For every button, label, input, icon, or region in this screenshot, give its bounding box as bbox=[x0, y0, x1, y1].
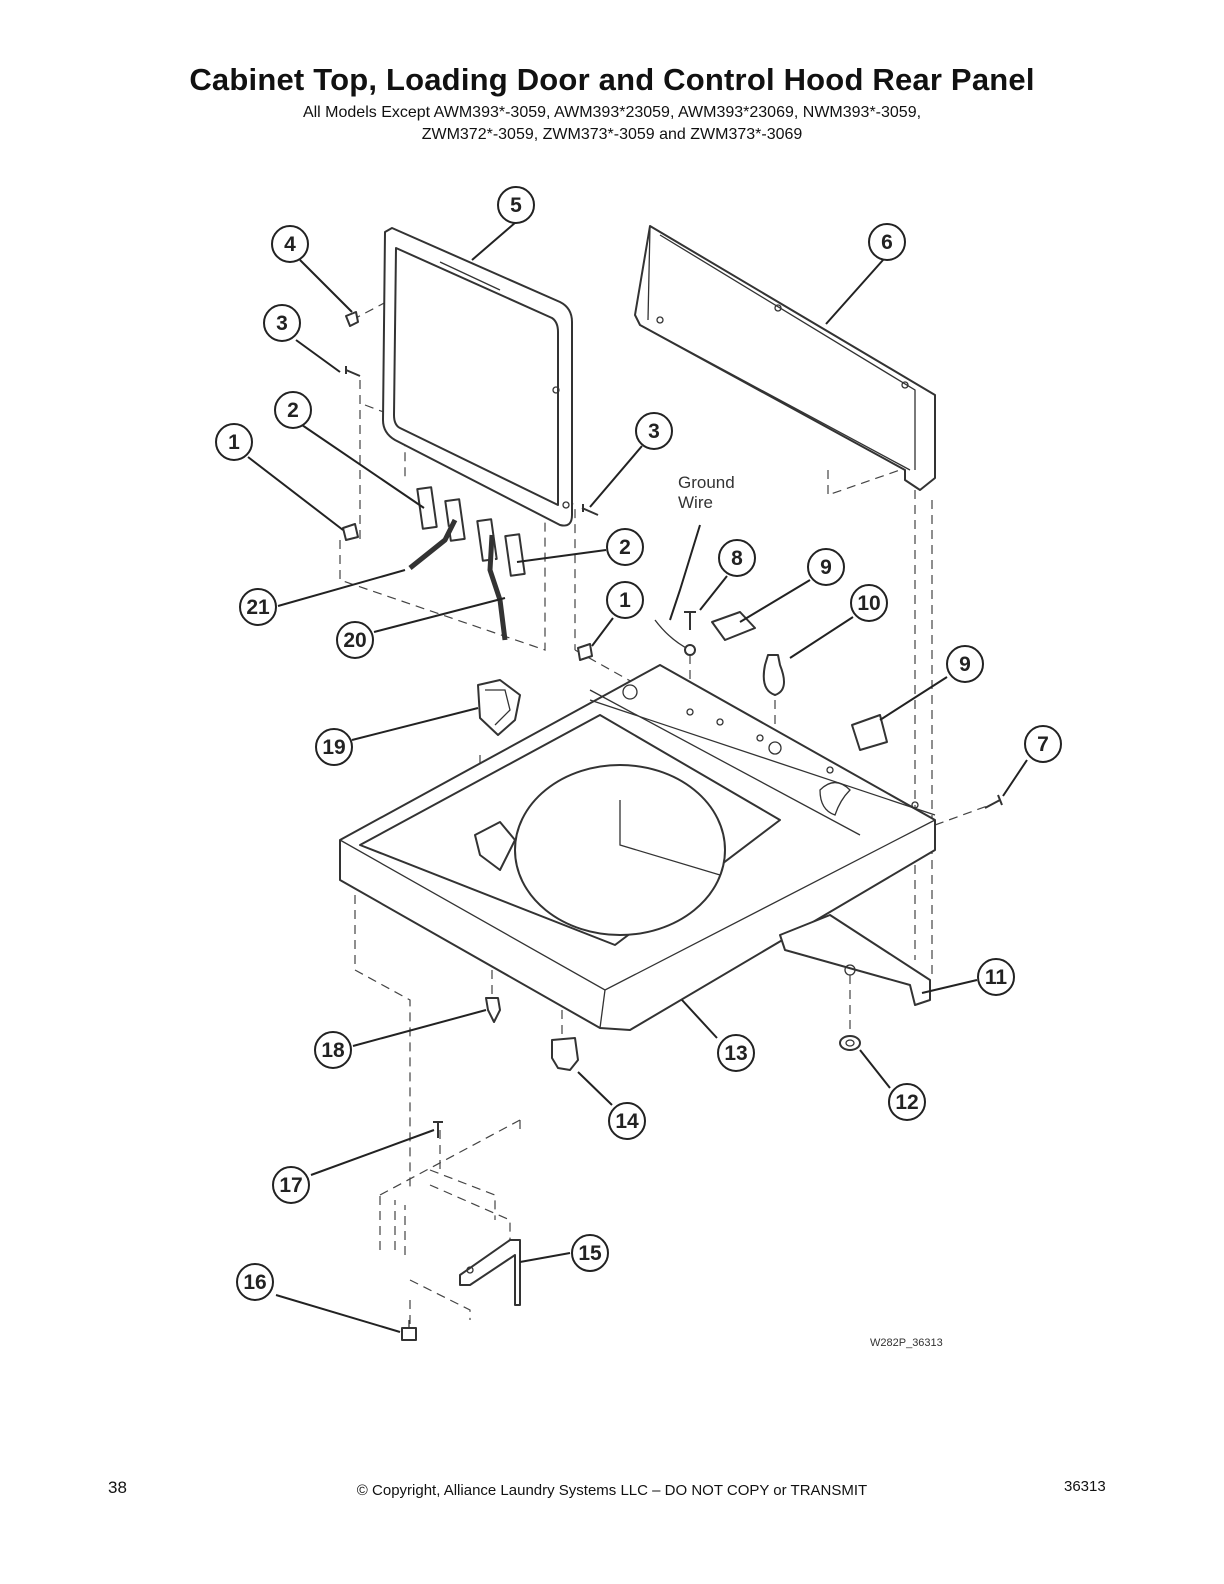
svg-text:15: 15 bbox=[578, 1242, 602, 1265]
svg-text:7: 7 bbox=[1037, 733, 1049, 756]
svg-text:20: 20 bbox=[343, 629, 366, 652]
callout-1-right: 1 bbox=[606, 581, 644, 619]
callout-4: 4 bbox=[271, 225, 309, 263]
ground-wire-label-line-2: Wire bbox=[678, 493, 713, 512]
callout-9-lower: 9 bbox=[946, 645, 984, 683]
drawing-code: W282P_36313 bbox=[870, 1337, 943, 1349]
page-title: Cabinet Top, Loading Door and Control Ho… bbox=[189, 62, 1035, 97]
svg-text:1: 1 bbox=[228, 431, 240, 454]
callout-10: 10 bbox=[850, 584, 888, 622]
model-exceptions-line-1: All Models Except AWM393*-3059, AWM393*2… bbox=[302, 104, 922, 121]
ground-wire-label-line-1: Ground bbox=[678, 473, 735, 492]
svg-text:18: 18 bbox=[321, 1039, 345, 1062]
control-hood-rear-panel bbox=[634, 225, 936, 491]
callout-12: 12 bbox=[888, 1083, 926, 1121]
svg-text:16: 16 bbox=[243, 1271, 266, 1294]
callout-5: 5 bbox=[497, 186, 535, 224]
callout-14: 14 bbox=[608, 1102, 646, 1140]
callout-2-left: 2 bbox=[274, 391, 312, 429]
svg-text:11: 11 bbox=[985, 966, 1008, 989]
callout-1-left: 1 bbox=[215, 423, 253, 461]
svg-text:19: 19 bbox=[322, 736, 345, 759]
svg-text:8: 8 bbox=[731, 547, 743, 570]
callout-21: 21 bbox=[239, 588, 277, 626]
leader-lines bbox=[247, 221, 1028, 1333]
loading-door-frame bbox=[382, 227, 573, 527]
callout-16: 16 bbox=[236, 1263, 274, 1301]
model-exceptions-line-2: ZWM372*-3059, ZWM373*-3059 and ZWM373*-3… bbox=[421, 126, 803, 143]
rear-rail bbox=[779, 914, 931, 1006]
callout-18: 18 bbox=[314, 1031, 352, 1069]
cabinet-top bbox=[339, 664, 936, 1031]
callout-7: 7 bbox=[1024, 725, 1062, 763]
svg-text:9: 9 bbox=[959, 653, 971, 676]
callout-8: 8 bbox=[718, 539, 756, 577]
callout-3-right: 3 bbox=[635, 412, 673, 450]
callout-19: 19 bbox=[315, 728, 353, 766]
callout-15: 15 bbox=[571, 1234, 609, 1272]
svg-text:1: 1 bbox=[619, 589, 631, 612]
svg-text:21: 21 bbox=[246, 596, 270, 619]
svg-text:10: 10 bbox=[857, 592, 880, 615]
svg-text:2: 2 bbox=[287, 399, 299, 422]
page-number: 38 bbox=[108, 1478, 127, 1497]
callout-11: 11 bbox=[977, 958, 1015, 996]
callout-13: 13 bbox=[717, 1034, 755, 1072]
svg-text:17: 17 bbox=[279, 1174, 302, 1197]
svg-text:6: 6 bbox=[881, 231, 893, 254]
svg-text:14: 14 bbox=[615, 1110, 639, 1133]
copyright-notice: © Copyright, Alliance Laundry Systems LL… bbox=[356, 1482, 868, 1499]
svg-text:2: 2 bbox=[619, 536, 631, 559]
svg-text:9: 9 bbox=[820, 556, 832, 579]
svg-text:4: 4 bbox=[284, 233, 296, 256]
svg-text:13: 13 bbox=[724, 1042, 747, 1065]
document-number: 36313 bbox=[1064, 1478, 1106, 1495]
svg-text:3: 3 bbox=[276, 312, 288, 335]
svg-text:12: 12 bbox=[895, 1091, 918, 1114]
callout-6: 6 bbox=[868, 223, 906, 261]
callout-9-upper: 9 bbox=[807, 548, 845, 586]
callout-17: 17 bbox=[272, 1166, 310, 1204]
callout-3-upper: 3 bbox=[263, 304, 301, 342]
svg-text:5: 5 bbox=[510, 194, 522, 217]
callout-2-right: 2 bbox=[606, 528, 644, 566]
callout-20: 20 bbox=[336, 621, 374, 659]
svg-text:3: 3 bbox=[648, 420, 660, 443]
